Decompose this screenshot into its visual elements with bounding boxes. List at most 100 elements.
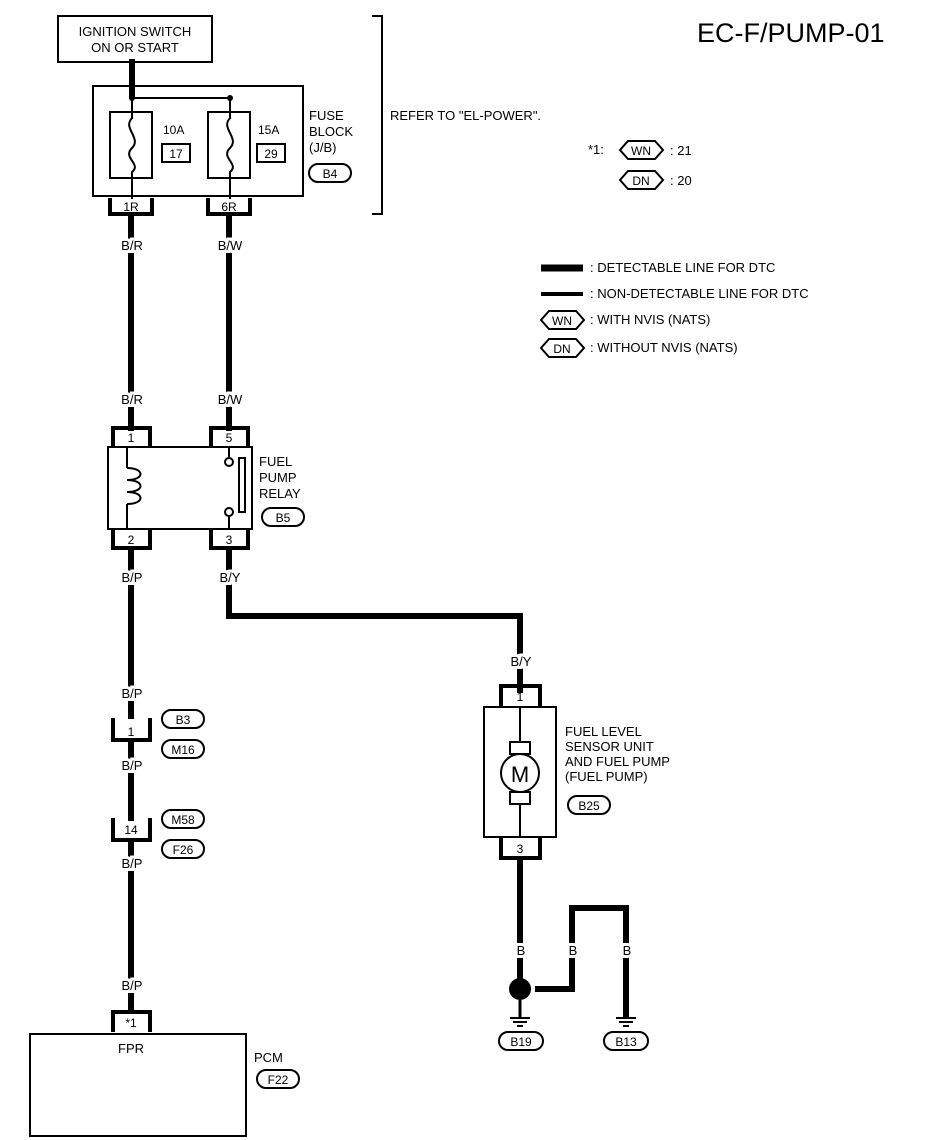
legend-dn-shape — [539, 338, 586, 358]
fuse-block-label-3: (J/B) — [309, 140, 336, 155]
page-title: EC-F/PUMP-01 — [697, 18, 885, 48]
relay-connector-badge — [261, 507, 305, 527]
fuse-2-rating: 15A — [258, 123, 279, 137]
wire-label-b-2: B — [569, 943, 578, 958]
ground-2-label: B13 — [615, 1035, 637, 1049]
wire-label-br-bottom: B/R — [121, 392, 143, 407]
pump-pin-top-bracket — [499, 684, 542, 706]
pump-label-4: (FUEL PUMP) — [565, 769, 648, 784]
note-marker: *1: — [588, 142, 604, 157]
joint-2-pin: 14 — [124, 823, 138, 837]
joint-1-badge-b — [161, 739, 205, 759]
relay-contact — [224, 457, 234, 467]
legend-wn-shape — [539, 310, 586, 330]
pump-motor-brush — [509, 791, 531, 805]
pump-connector: B25 — [578, 799, 600, 813]
refer-note: REFER TO "EL-POWER". — [390, 108, 541, 123]
joint-2-conn-a: M58 — [171, 813, 195, 827]
fuse-pin-1r: 1R — [123, 200, 139, 214]
pump-label-2: SENSOR UNIT — [565, 739, 654, 754]
note-wn-tag: WN — [631, 144, 651, 158]
pcm-box — [29, 1033, 247, 1137]
pump-connector-badge — [567, 795, 611, 815]
fuse-block-box — [92, 85, 304, 197]
ignition-switch-label-2: ON OR START — [91, 40, 179, 55]
fuse-1-number-box — [161, 143, 191, 163]
pump-label-3: AND FUEL PUMP — [565, 754, 670, 769]
fuse-block-label-2: BLOCK — [309, 124, 353, 139]
note-dn-tag: DN — [632, 174, 649, 188]
fuse-1-rating: 10A — [163, 123, 184, 137]
ground-2-badge — [603, 1031, 649, 1051]
ignition-switch-label-1: IGNITION SWITCH — [79, 24, 192, 39]
fuse-block-connector-badge — [308, 163, 352, 183]
note-dn-value: : 20 — [670, 173, 692, 188]
fuse-1-housing — [109, 111, 153, 179]
fuse-block-connector: B4 — [323, 167, 338, 181]
fuse-1-number: 17 — [169, 147, 183, 161]
wire-label-b-1: B — [517, 943, 526, 958]
joint-2-badge-b — [161, 839, 205, 859]
joint-1-conn-a: B3 — [176, 713, 191, 727]
pcm-pin: *1 — [125, 1016, 137, 1030]
pcm-terminal: FPR — [118, 1041, 144, 1056]
fuse-pin-6r: 6R — [221, 200, 237, 214]
legend-wn-desc: : WITH NVIS (NATS) — [590, 312, 710, 327]
wire-by — [226, 547, 523, 693]
relay-contact — [224, 507, 234, 517]
wire-label-by-1: B/Y — [220, 570, 241, 585]
ground-junction-dot — [509, 978, 531, 1000]
legend-dn-desc: : WITHOUT NVIS (NATS) — [590, 340, 738, 355]
relay-coil-icon — [126, 467, 142, 505]
fuse-2-number-box — [256, 143, 286, 163]
relay-switch-arm — [238, 457, 246, 513]
wire-label-bp-1: B/P — [122, 570, 143, 585]
pump-label-1: FUEL LEVEL — [565, 724, 642, 739]
relay-pin-5: 5 — [226, 431, 233, 445]
fuse-1-icon — [128, 97, 136, 199]
relay-box — [107, 446, 253, 530]
relay-pin-2: 2 — [128, 533, 135, 547]
pcm-pin-bracket — [111, 1010, 152, 1032]
note-wn-value: : 21 — [670, 143, 692, 158]
joint-1-badge-a — [161, 709, 205, 729]
wire-label-bw-top: B/W — [218, 238, 243, 253]
wire-b-ground-2 — [535, 905, 629, 1019]
legend-dn-tag: DN — [553, 342, 570, 356]
joint-1-conn-b: M16 — [171, 743, 195, 757]
ignition-switch-box — [57, 15, 213, 63]
fuse-block-label-1: FUSE — [309, 108, 344, 123]
wire-label-br-top: B/R — [121, 238, 143, 253]
pcm-connector-badge — [256, 1069, 300, 1089]
wire-label-bw-bottom: B/W — [218, 392, 243, 407]
joint-1-pin: 1 — [128, 725, 135, 739]
ground-1-badge — [498, 1031, 544, 1051]
relay-label-1: FUEL — [259, 454, 292, 469]
wire-label-bp-3: B/P — [122, 758, 143, 773]
legend-wn-tag: WN — [552, 314, 572, 328]
legend-detectable-text: : DETECTABLE LINE FOR DTC — [590, 260, 775, 275]
wire-label-bp-4: B/P — [122, 856, 143, 871]
pcm-label: PCM — [254, 1050, 283, 1065]
joint-2-conn-b: F26 — [173, 843, 194, 857]
wire-label-b-3: B — [623, 943, 632, 958]
wire-label-bp-5: B/P — [122, 978, 143, 993]
dn-tag-shape — [618, 170, 665, 190]
pump-pin-bottom: 3 — [517, 842, 524, 856]
relay-label-3: RELAY — [259, 486, 301, 501]
relay-label-2: PUMP — [259, 470, 297, 485]
wire-label-bp-2: B/P — [122, 686, 143, 701]
wire-label-by-2: B/Y — [511, 654, 532, 669]
relay-pin-3: 3 — [226, 533, 233, 547]
refer-bracket — [372, 15, 383, 215]
fuse-2-housing — [207, 111, 251, 179]
relay-connector: B5 — [276, 511, 291, 525]
fuse-2-number: 29 — [264, 147, 278, 161]
legend-non-detectable-text: : NON-DETECTABLE LINE FOR DTC — [590, 286, 809, 301]
pin-bracket — [111, 426, 152, 446]
joint-2-badge-a — [161, 809, 205, 829]
pump-motor-brush — [509, 741, 531, 755]
ground-1-label: B19 — [510, 1035, 532, 1049]
relay-pin-1: 1 — [128, 431, 135, 445]
